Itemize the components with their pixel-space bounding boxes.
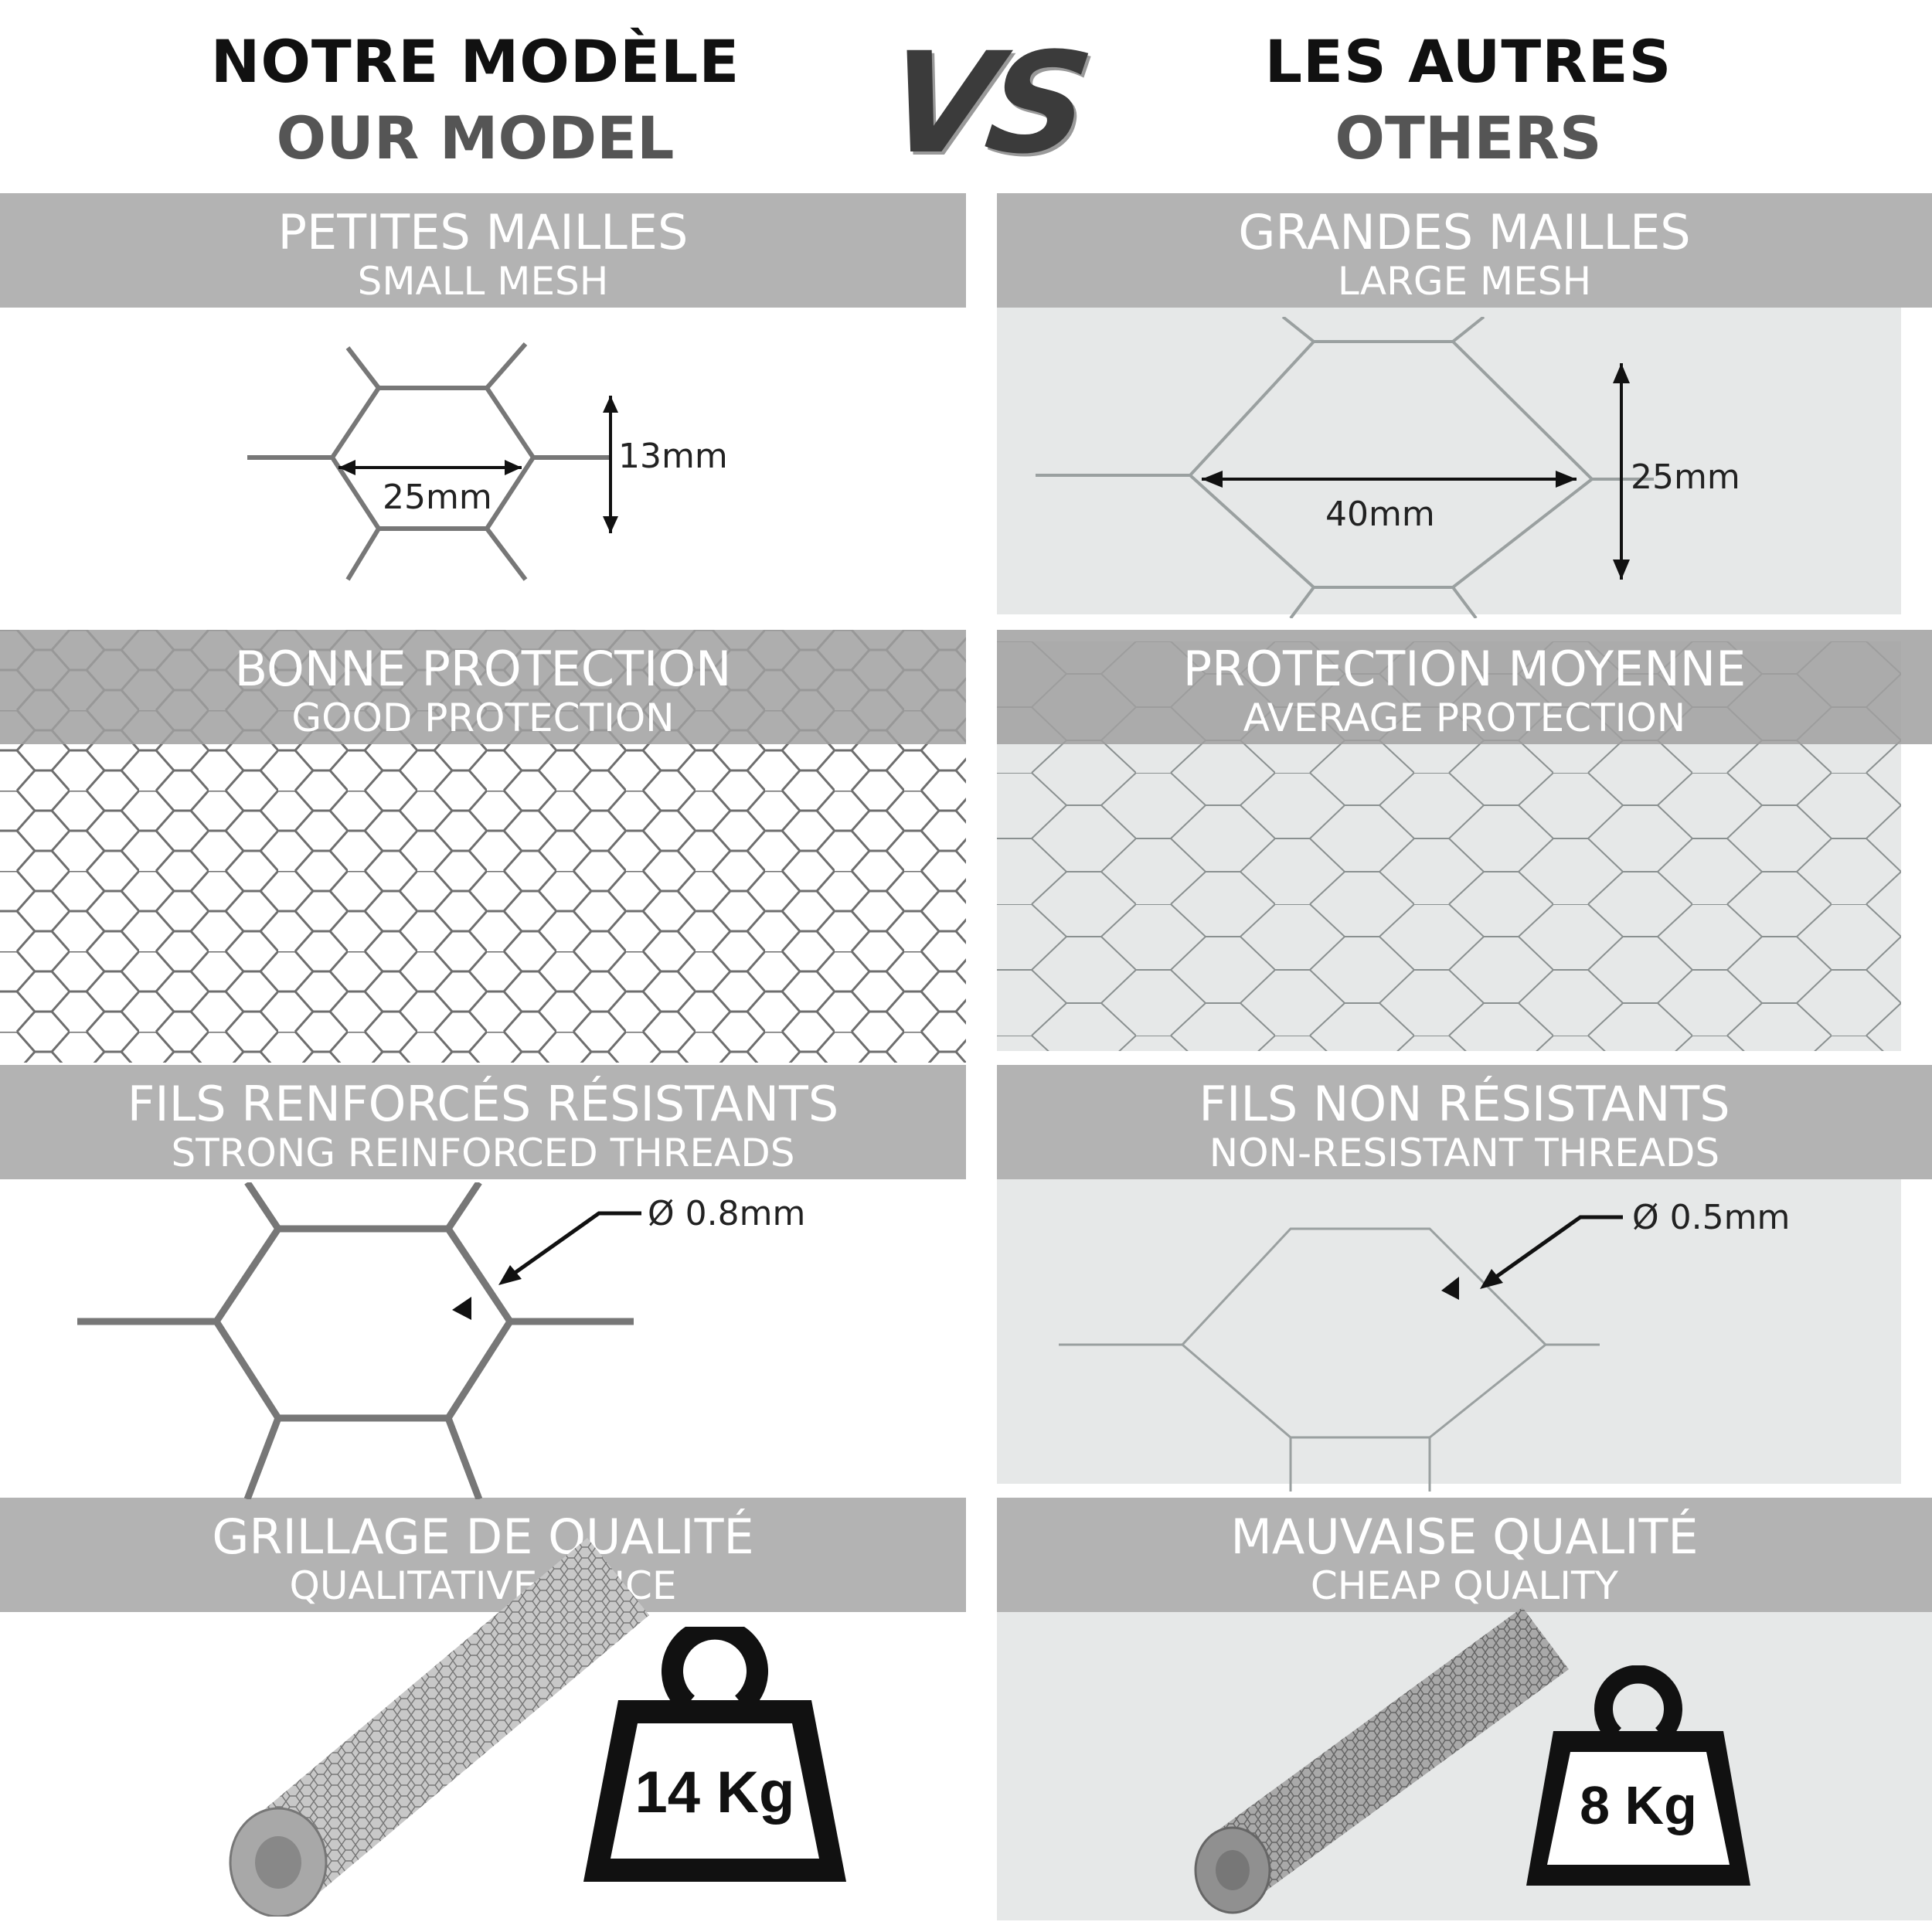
row-3-right-en: NON-RESISTANT THREADS xyxy=(1209,1131,1720,1175)
row-3-left-fr: FILS RENFORCÉS RÉSISTANTS xyxy=(127,1076,839,1132)
right-width-label: 40mm xyxy=(1325,495,1435,534)
row-2-right-en: AVERAGE PROTECTION xyxy=(1243,696,1686,740)
right-height-label: 25mm xyxy=(1631,457,1740,497)
row-4-right-fr: MAUVAISE QUALITÉ xyxy=(1230,1509,1699,1565)
band-row-2-left: BONNE PROTECTION GOOD PROTECTION xyxy=(0,630,966,744)
right-header-en: OTHERS xyxy=(1335,104,1602,172)
left-wire-roll-icon xyxy=(229,1538,649,1917)
row-2-left-fr: BONNE PROTECTION xyxy=(234,641,732,697)
left-height-label: 13mm xyxy=(618,437,728,476)
left-header: NOTRE MODÈLE OUR MODEL xyxy=(128,27,823,172)
row-1-left-fr: PETITES MAILLES xyxy=(277,204,689,260)
right-diameter-label: Ø 0.5mm xyxy=(1632,1198,1791,1237)
right-wire-roll-icon xyxy=(1194,1607,1569,1914)
band-row-4-right: MAUVAISE QUALITÉ CHEAP QUALITY xyxy=(997,1498,1932,1612)
left-small-hexagon-icon xyxy=(247,342,618,581)
right-header-fr: LES AUTRES xyxy=(1264,27,1672,96)
left-diameter-label: Ø 0.8mm xyxy=(648,1194,806,1233)
row-3-left-en: STRONG REINFORCED THREADS xyxy=(171,1131,795,1175)
left-thick-wire-icon xyxy=(77,1182,634,1499)
row-4-left-fr: GRILLAGE DE QUALITÉ xyxy=(212,1509,754,1565)
band-row-1-right: GRANDES MAILLES LARGE MESH xyxy=(997,193,1932,308)
row-1-right-en: LARGE MESH xyxy=(1337,259,1592,304)
right-thin-wire-icon xyxy=(1059,1227,1600,1492)
right-diameter-arrow-icon xyxy=(1480,1215,1623,1289)
row-2-right-fr: PROTECTION MOYENNE xyxy=(1182,641,1747,697)
row-4-right-en: CHEAP QUALITY xyxy=(1310,1563,1619,1608)
left-header-en: OUR MODEL xyxy=(276,104,675,172)
band-row-1-left: PETITES MAILLES SMALL MESH xyxy=(0,193,966,308)
vs-label: VS xyxy=(877,23,1093,185)
left-weight-label: 14 Kg xyxy=(635,1760,795,1825)
right-header: LES AUTRES OTHERS xyxy=(1121,27,1816,172)
left-diameter-arrow-icon xyxy=(498,1211,641,1285)
row-3-right-fr: FILS NON RÉSISTANTS xyxy=(1199,1076,1730,1132)
row-1-right-fr: GRANDES MAILLES xyxy=(1238,204,1691,260)
row-2-left-en: GOOD PROTECTION xyxy=(291,696,675,740)
left-width-label: 25mm xyxy=(383,478,492,517)
right-weight-label: 8 Kg xyxy=(1580,1775,1697,1835)
left-header-fr: NOTRE MODÈLE xyxy=(210,27,740,96)
row-1-left-en: SMALL MESH xyxy=(357,259,609,304)
left-weight-icon: 14 Kg xyxy=(583,1627,846,1882)
right-weight-icon: 8 Kg xyxy=(1526,1665,1750,1886)
right-large-hexagon-icon xyxy=(1036,317,1654,618)
band-row-2-right: PROTECTION MOYENNE AVERAGE PROTECTION xyxy=(997,630,1932,744)
band-row-3-left: FILS RENFORCÉS RÉSISTANTS STRONG REINFOR… xyxy=(0,1065,966,1179)
band-row-3-right: FILS NON RÉSISTANTS NON-RESISTANT THREAD… xyxy=(997,1065,1932,1179)
